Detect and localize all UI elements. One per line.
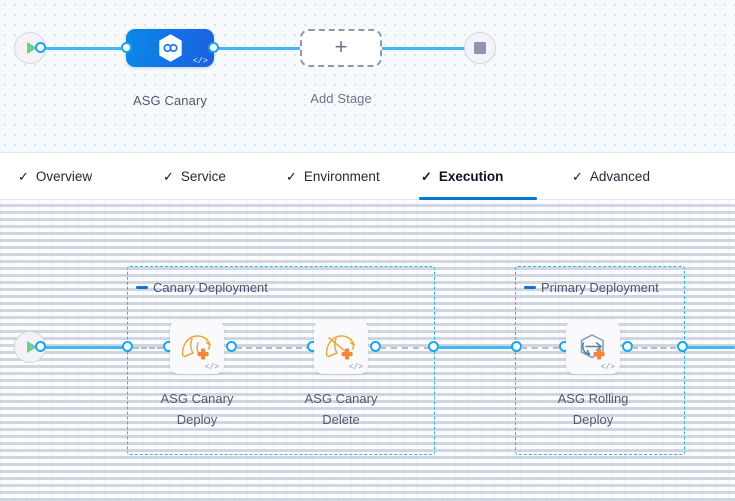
check-icon: ✓ — [421, 169, 432, 184]
tab-execution[interactable]: ✓ Execution — [419, 153, 537, 200]
step-label-line1: ASG Canary — [160, 391, 234, 406]
stage-config-tabs: ✓ Overview ✓ Service ✓ Environment ✓ Exe… — [0, 152, 735, 200]
stage-graph-canvas[interactable]: </> ASG Canary + Add Stage — [0, 0, 735, 152]
step-label-asg-rolling-deploy: ASG Rolling Deploy — [533, 388, 653, 430]
asg-canary-delete-icon — [325, 335, 355, 360]
group1-entry-dash — [133, 347, 163, 349]
tab-label: Overview — [35, 169, 93, 184]
step-code-badge: </> — [348, 363, 363, 372]
active-tab-underline — [419, 197, 537, 200]
step2-right-dot[interactable] — [370, 341, 381, 352]
tab-label: Execution — [438, 169, 504, 184]
tab-service[interactable]: ✓ Service — [161, 153, 228, 200]
step-label-line2: Delete — [322, 412, 360, 427]
check-icon: ✓ — [163, 169, 174, 184]
start-node-connector-dot[interactable] — [35, 42, 46, 53]
step-label-line2: Deploy — [176, 412, 218, 427]
check-icon: ✓ — [18, 169, 29, 184]
play-icon — [26, 42, 37, 54]
stage-left-connector-dot[interactable] — [121, 42, 132, 53]
stage-right-connector-dot[interactable] — [208, 42, 219, 53]
step-group-canary-deployment[interactable] — [127, 266, 435, 455]
step-label-asg-canary-deploy: ASG Canary Deploy — [137, 388, 257, 430]
connector-add-stage-to-end — [378, 47, 470, 50]
step-node-asg-canary-delete[interactable]: </> — [314, 320, 368, 374]
collapse-dash-icon[interactable] — [136, 286, 148, 289]
step-node-asg-rolling-deploy[interactable]: </> — [566, 320, 620, 374]
group-label-text: Canary Deployment — [153, 280, 268, 295]
step-label-line1: ASG Canary — [304, 391, 378, 406]
step-code-badge: </> — [600, 363, 615, 372]
play-icon — [26, 341, 37, 353]
exec-start-connector-dot[interactable] — [35, 341, 46, 352]
exec-connector-group2-to-end — [687, 346, 735, 349]
group-label-text: Primary Deployment — [541, 280, 659, 295]
stage-end-node[interactable] — [464, 32, 496, 64]
step-label-line2: Deploy — [572, 412, 614, 427]
stage-node-label: ASG Canary — [133, 93, 207, 108]
execution-graph-canvas[interactable]: Canary Deployment </> — [0, 200, 735, 501]
check-icon: ✓ — [572, 169, 583, 184]
check-icon: ✓ — [286, 169, 297, 184]
exec-connector-group1-to-group2 — [438, 346, 518, 349]
asg-canary-deploy-icon — [181, 335, 211, 360]
tab-label: Advanced — [589, 169, 650, 184]
harness-hexagon-infinity-icon — [158, 34, 182, 62]
stage-node-asg-canary[interactable]: </> — [126, 29, 214, 67]
group1-exit-dash — [380, 347, 430, 349]
group2-entry-dash — [521, 347, 559, 349]
connector-stage-to-add-stage — [208, 47, 303, 50]
stop-square-icon — [474, 42, 486, 54]
asg-rolling-deploy-icon — [580, 334, 605, 360]
tab-overview[interactable]: ✓ Overview — [16, 153, 94, 200]
step-node-asg-canary-deploy[interactable]: </> — [170, 320, 224, 374]
step3-right-dot[interactable] — [622, 341, 633, 352]
step-code-badge: </> — [204, 363, 219, 372]
step1-right-dot[interactable] — [226, 341, 237, 352]
group2-exit-dash — [632, 347, 676, 349]
step-label-asg-canary-delete: ASG Canary Delete — [281, 388, 401, 430]
connector-start-to-stage — [40, 47, 132, 50]
exec-connector-start-to-group1 — [40, 346, 132, 349]
tab-environment[interactable]: ✓ Environment — [284, 153, 382, 200]
group2-entry-dot[interactable] — [511, 341, 522, 352]
step-group-primary-deployment[interactable] — [515, 266, 685, 455]
step-group-label-primary-deployment[interactable]: Primary Deployment — [524, 280, 659, 295]
group1-entry-dot[interactable] — [122, 341, 133, 352]
tab-label: Environment — [303, 169, 380, 184]
plus-icon: + — [334, 34, 348, 59]
add-stage-label: Add Stage — [310, 91, 372, 106]
add-stage-button[interactable]: + — [300, 29, 382, 67]
collapse-dash-icon[interactable] — [524, 286, 536, 289]
dash-step1-to-step2 — [236, 347, 312, 349]
stage-code-badge: </> — [192, 55, 208, 66]
step-label-line1: ASG Rolling — [557, 391, 629, 406]
tab-advanced[interactable]: ✓ Advanced — [570, 153, 652, 200]
step-group-label-canary-deployment[interactable]: Canary Deployment — [136, 280, 268, 295]
tab-label: Service — [180, 169, 226, 184]
